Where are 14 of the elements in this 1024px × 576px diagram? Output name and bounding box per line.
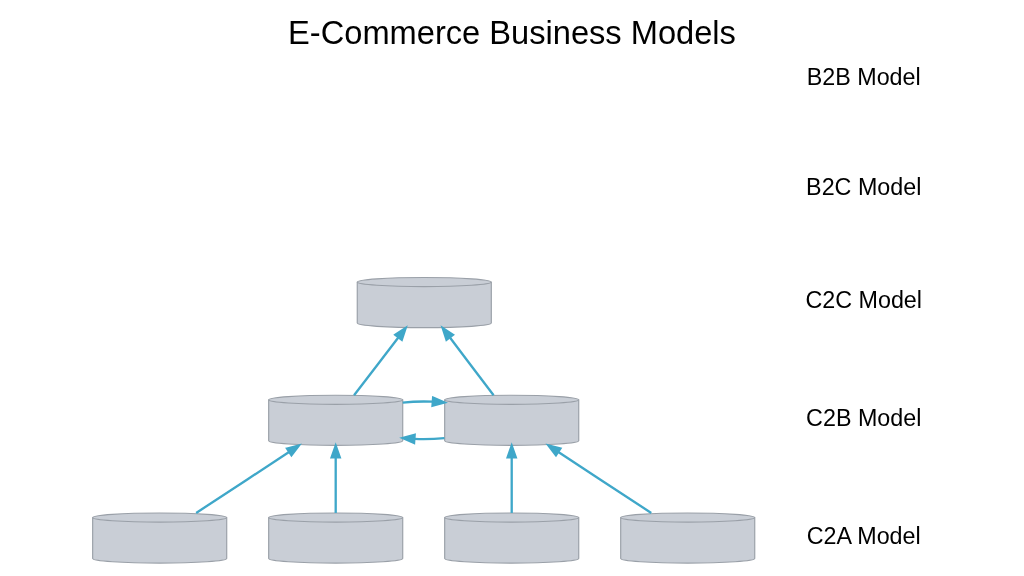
diagram-title: E-Commerce Business Models (288, 13, 736, 51)
label: B2B Model (806, 64, 921, 91)
arrow (545, 443, 652, 514)
arrow (506, 442, 518, 513)
arrow (399, 433, 445, 445)
label: C2C Model (805, 287, 922, 314)
label: C2A Model (806, 522, 921, 549)
label: B2C Model (806, 173, 922, 200)
arrow (440, 325, 495, 396)
arrow (329, 442, 342, 513)
arrow (195, 443, 302, 514)
arrow (402, 395, 448, 408)
label: C2B Model (806, 405, 922, 432)
arrow (353, 325, 408, 396)
